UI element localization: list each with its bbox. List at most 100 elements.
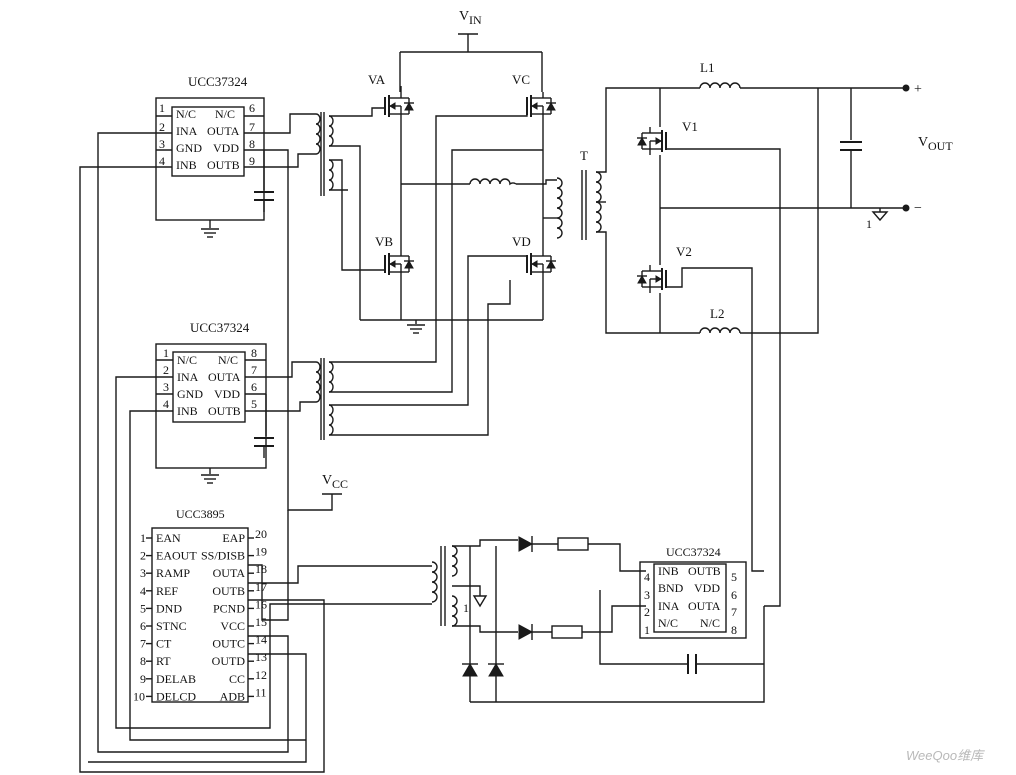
- ic4-fn-inb: INB: [658, 564, 679, 578]
- ic3-left-pin-number: 2: [140, 549, 146, 563]
- ic3-right-pin-function: SS/DISB: [201, 549, 245, 563]
- ic4-fn-ina: INA: [658, 599, 680, 613]
- ic2-pin-3: 3: [163, 380, 169, 394]
- ic1-ucc37324: UCC37324 1 2 3 4 N/C INA GND INB N/C OUT…: [155, 74, 274, 238]
- ic3-right-pin-number: 14: [255, 633, 267, 647]
- ic3-right-pin-number: 15: [255, 615, 267, 629]
- v1-label: V1: [682, 119, 698, 134]
- l2-label: L2: [710, 306, 724, 321]
- ic2-pin-4: 4: [163, 397, 169, 411]
- ic1-ground-icon: [200, 228, 220, 238]
- mosfet-vd-icon: [526, 249, 557, 279]
- ic3-right-pin-function: EAP: [222, 531, 245, 545]
- vcc-label: V: [322, 473, 332, 488]
- ic4-outline: [639, 561, 747, 639]
- ic3-left-pin-number: 5: [140, 601, 146, 615]
- plus-label: +: [914, 82, 922, 97]
- ic3-left-pin-function: DELCD: [156, 689, 196, 703]
- vout-label: V: [918, 135, 928, 150]
- ic3-right-pin-function: PCND: [213, 601, 245, 615]
- bridge-ground-icon: [406, 324, 426, 334]
- ic4-pin-2: 2: [644, 605, 650, 619]
- ic3-right-pin-number: 13: [255, 650, 267, 664]
- vout-plus-terminal: [902, 84, 910, 92]
- ic3-left-pin-function: STNC: [156, 619, 187, 633]
- ic2-fn-nc2: N/C: [218, 353, 238, 367]
- ic1-fn-gnd: GND: [176, 141, 202, 155]
- ic1-fn-outa: OUTA: [207, 124, 240, 138]
- ic2-pin-8: 8: [251, 346, 257, 360]
- ic2-fn-ina: INA: [177, 370, 199, 384]
- ic1-pin-3: 3: [159, 137, 165, 151]
- signal-transformer: [431, 545, 458, 627]
- diode-lower-icon: [518, 623, 533, 641]
- ic2-fn-outb: OUTB: [208, 404, 241, 418]
- ic4-pin-3: 3: [644, 588, 650, 602]
- ic1-pin-4: 4: [159, 154, 165, 168]
- watermark-logo: WeeQoo维库: [906, 748, 985, 763]
- ic2-pin-2: 2: [163, 363, 169, 377]
- ic3-right-pin-number: 19: [255, 545, 267, 559]
- ic3-left-pin-function: DELAB: [156, 672, 196, 686]
- vout-minus-terminal: [902, 204, 910, 212]
- ic2-fn-gnd: GND: [177, 387, 203, 401]
- ic3-left-pin-function: RAMP: [156, 566, 190, 580]
- ic2-fn-inb: INB: [177, 404, 198, 418]
- ic2-pin-6: 6: [251, 380, 257, 394]
- ic4-pin-5: 5: [731, 570, 737, 584]
- ic4-ucc37324: UCC37324 4 3 2 1 INB BND INA N/C OUTB VD…: [639, 545, 747, 639]
- ic3-left-pin-function: EAOUT: [156, 549, 197, 563]
- ic4-pin-8: 8: [731, 623, 737, 637]
- ic1-pin-2: 2: [159, 120, 165, 134]
- mosfet-v1-icon: [636, 126, 667, 156]
- ic3-right-pin-function: ADB: [220, 689, 245, 703]
- ic3-left-pin-number: 7: [140, 637, 146, 651]
- ic2-fn-vdd: VDD: [214, 387, 240, 401]
- ic4-fn-bnd: BND: [658, 581, 684, 595]
- ic1-pin-7: 7: [249, 120, 255, 134]
- ic3-right-pin-number: 20: [255, 527, 267, 541]
- ic1-fn-ina: INA: [176, 124, 198, 138]
- ic3-left-pin-function: EAN: [156, 531, 181, 545]
- mosfet-vc-icon: [526, 91, 557, 121]
- ic4-fn-vdd: VDD: [694, 581, 720, 595]
- ic3-left-pin-function: DND: [156, 601, 182, 615]
- ic3-left-pin-function: CT: [156, 637, 172, 651]
- ic2-ucc37324: UCC37324 1 2 3 4 N/C INA GND INB N/C OUT…: [155, 320, 274, 484]
- ic1-fn-nc2: N/C: [215, 107, 235, 121]
- ic1-fn-vdd: VDD: [213, 141, 239, 155]
- ic2-title: UCC37324: [190, 320, 250, 335]
- ic2-ground-icon: [200, 474, 220, 484]
- ic3-right-pin-function: CC: [229, 672, 245, 686]
- ic3-right-pin-number: 16: [255, 597, 267, 611]
- vin-label: V: [459, 9, 469, 24]
- vb-label: VB: [375, 234, 393, 249]
- ic4-fn-outa: OUTA: [688, 599, 721, 613]
- ic4-pin-7: 7: [731, 605, 737, 619]
- ic4-pin-4: 4: [644, 570, 650, 584]
- ic4-body: [653, 563, 727, 633]
- ic1-fn-outb: OUTB: [207, 158, 240, 172]
- vd-label: VD: [512, 234, 531, 249]
- ic1-pin-9: 9: [249, 154, 255, 168]
- ic3-right-pin-number: 17: [255, 580, 267, 594]
- ic3-title: UCC3895: [176, 507, 225, 521]
- ic4-pin-6: 6: [731, 588, 737, 602]
- gate-transformer-2: [315, 358, 334, 440]
- ic2-body: [172, 351, 246, 423]
- ic3-left-pin-number: 1: [140, 531, 146, 545]
- diode-upper-icon: [518, 535, 533, 553]
- resistor-upper: [557, 537, 589, 551]
- diode-clamp-1-icon: [461, 663, 479, 677]
- ic3-left-pin-function: REF: [156, 584, 178, 598]
- ic3-left-pin-number: 4: [140, 584, 146, 598]
- ic4-pin-1: 1: [644, 623, 650, 637]
- ic3-right-pin-number: 12: [255, 668, 267, 682]
- diode-clamp-2-icon: [487, 663, 505, 677]
- ic1-pin-6: 6: [249, 101, 255, 115]
- ic3-right-pin-function: OUTC: [212, 637, 245, 651]
- ic2-pin-1: 1: [163, 346, 169, 360]
- vout-sub: OUT: [928, 139, 953, 153]
